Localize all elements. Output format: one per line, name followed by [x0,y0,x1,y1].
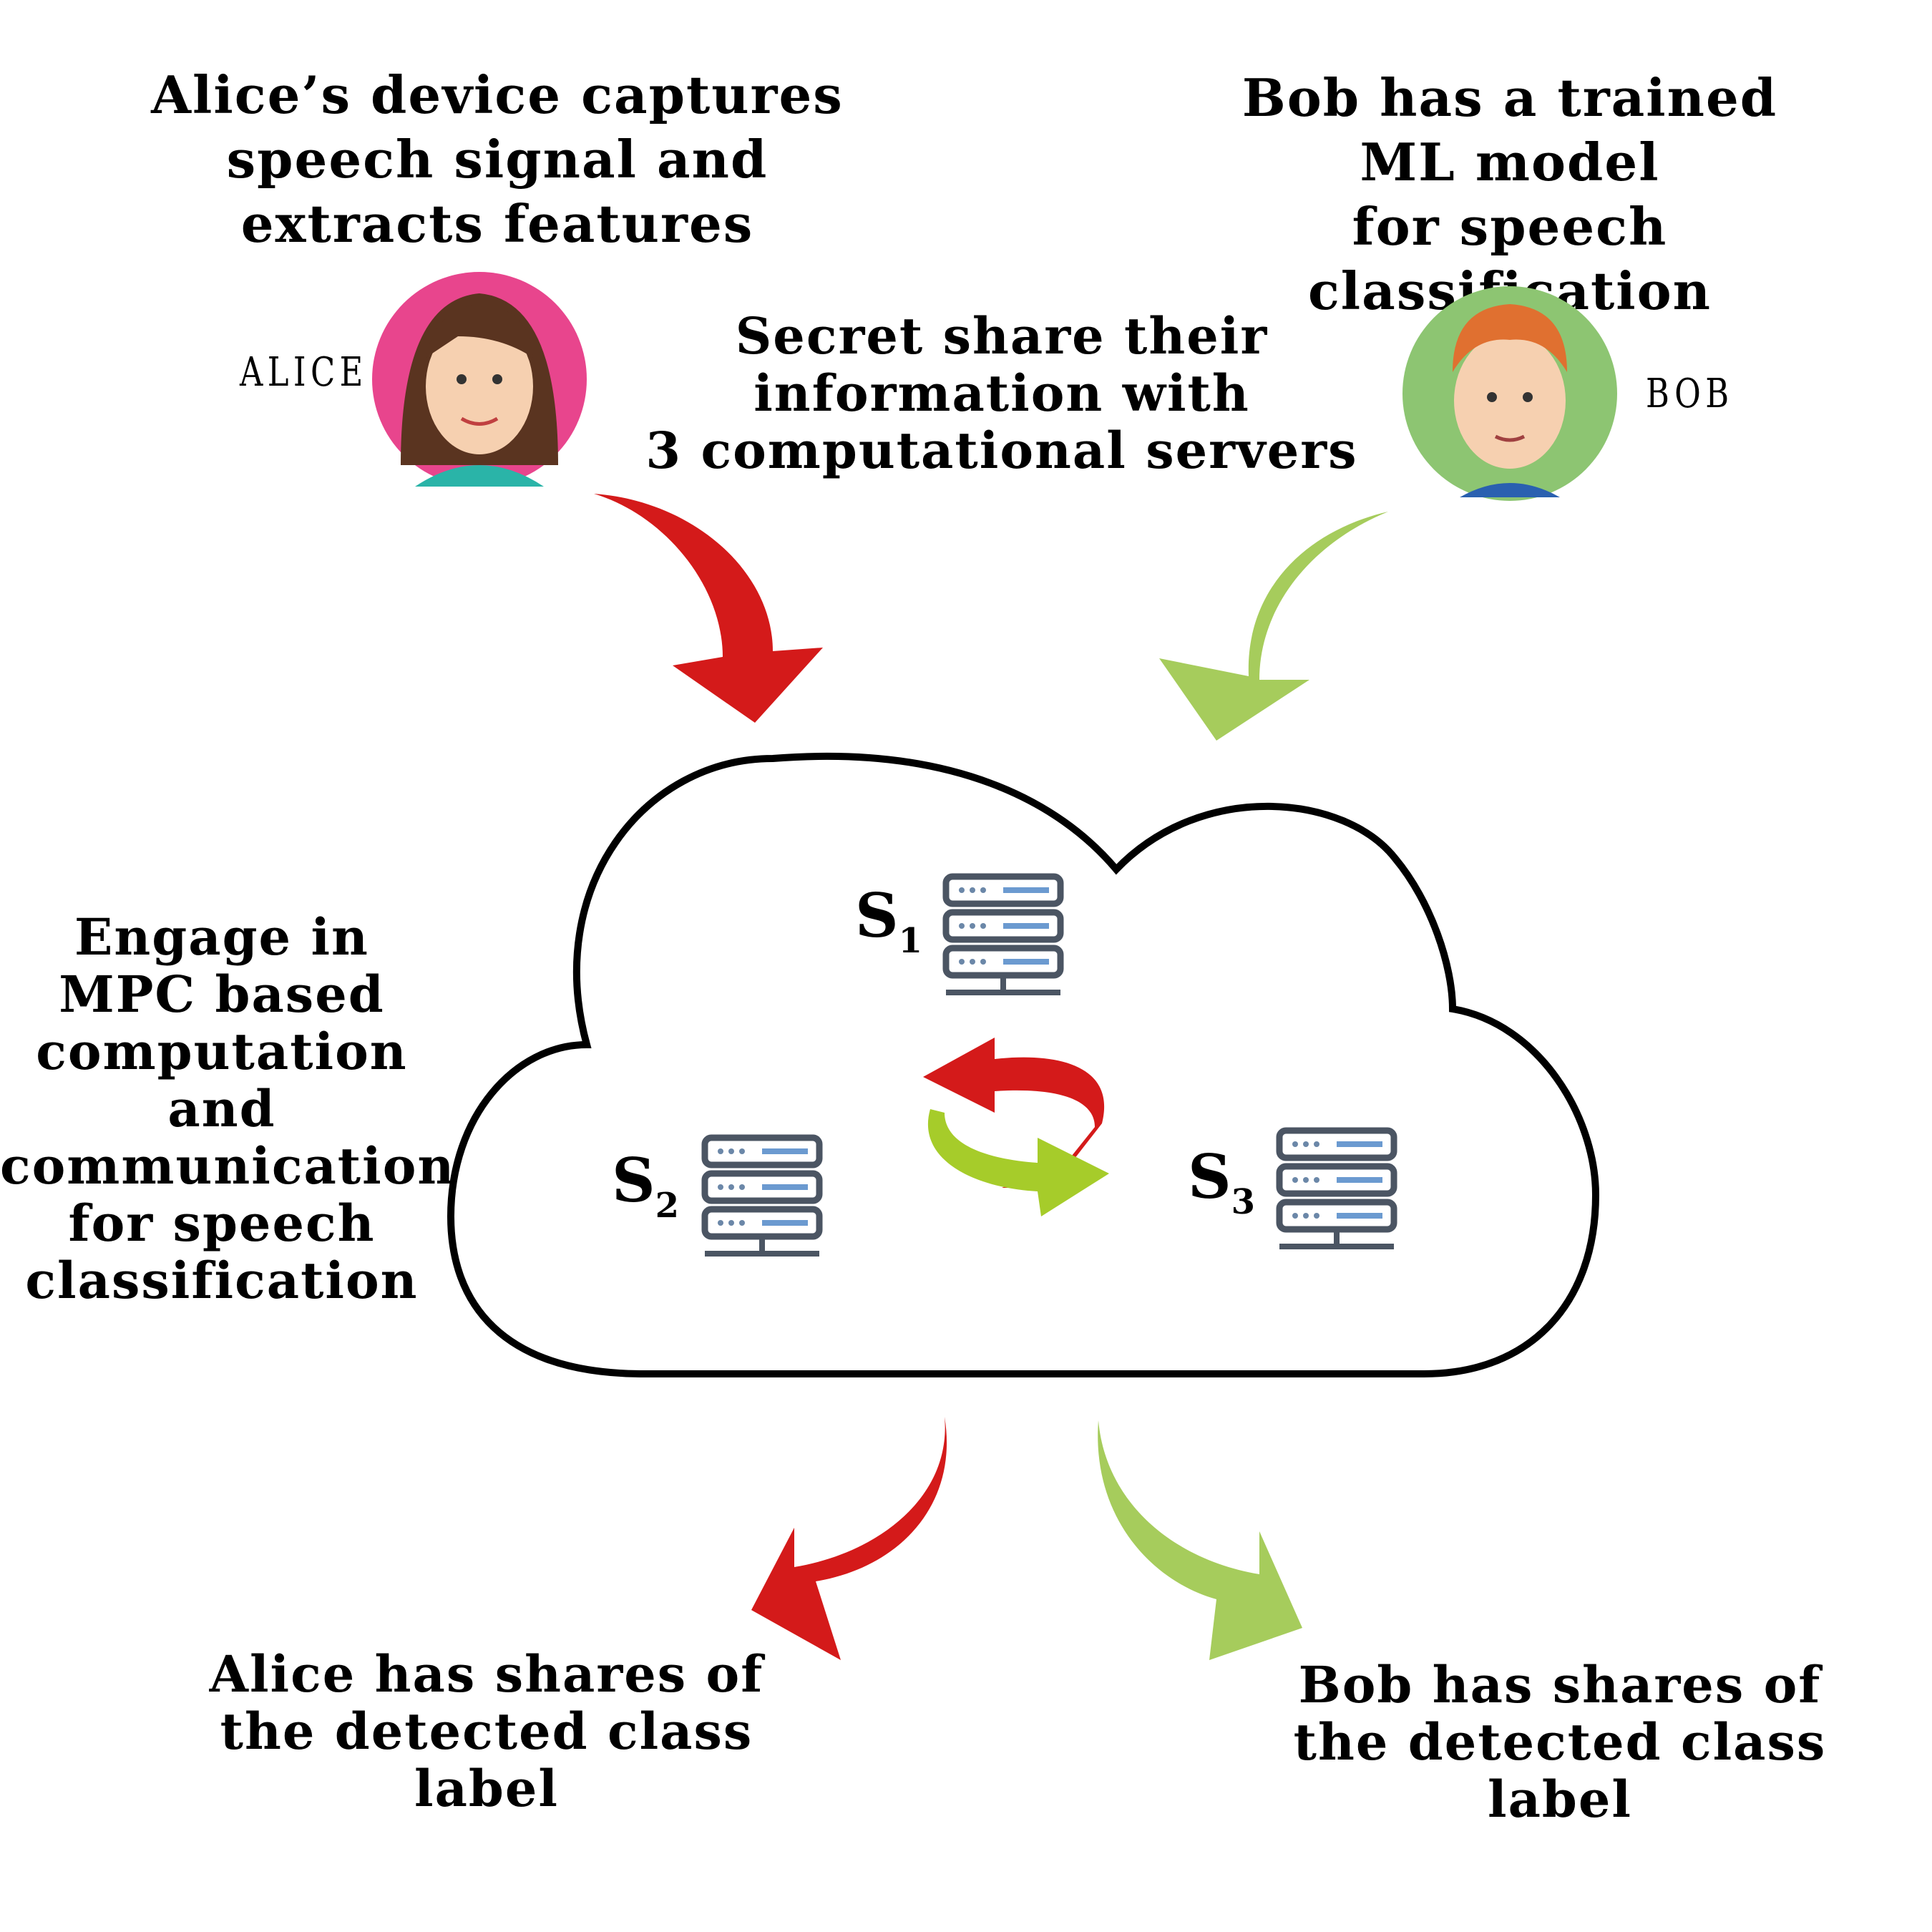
secret-share-text: Secret share their information with 3 co… [645,306,1358,480]
alice-to-cloud-arrow [594,494,823,723]
bob-avatar-icon [1402,286,1617,501]
bob-to-cloud-arrow [1159,512,1388,741]
server-1-index: 1 [898,921,923,961]
server-icon [946,877,1060,995]
mpc-engage-text: Engage in MPC based computation and comm… [0,907,456,1310]
server-3-index: 3 [1231,1182,1256,1222]
server-icon [1279,1131,1394,1249]
alice-description: Alice’s device captures speech signal an… [151,64,844,254]
server-2-index: 2 [655,1186,680,1226]
server-1-letter: S [855,880,899,951]
server-2-letter: S [612,1145,655,1216]
cloud-to-bob-arrow [1098,1420,1302,1660]
cycle-arrows-icon [923,1038,1109,1216]
alice-avatar-icon [372,272,587,487]
server-3-label: S3 [1188,1141,1255,1222]
server-3-letter: S [1188,1141,1231,1212]
server-icon [705,1138,819,1257]
bob-output-text: Bob has shares of the detected class lab… [1293,1655,1827,1829]
alice-output-text: Alice has shares of the detected class l… [209,1644,764,1818]
cloud-to-alice-arrow [751,1417,947,1660]
alice-name-label: ALICE [240,349,368,396]
server-1-label: S1 [855,880,922,961]
bob-name-label: BOB [1646,371,1734,417]
server-2-label: S2 [612,1145,679,1226]
